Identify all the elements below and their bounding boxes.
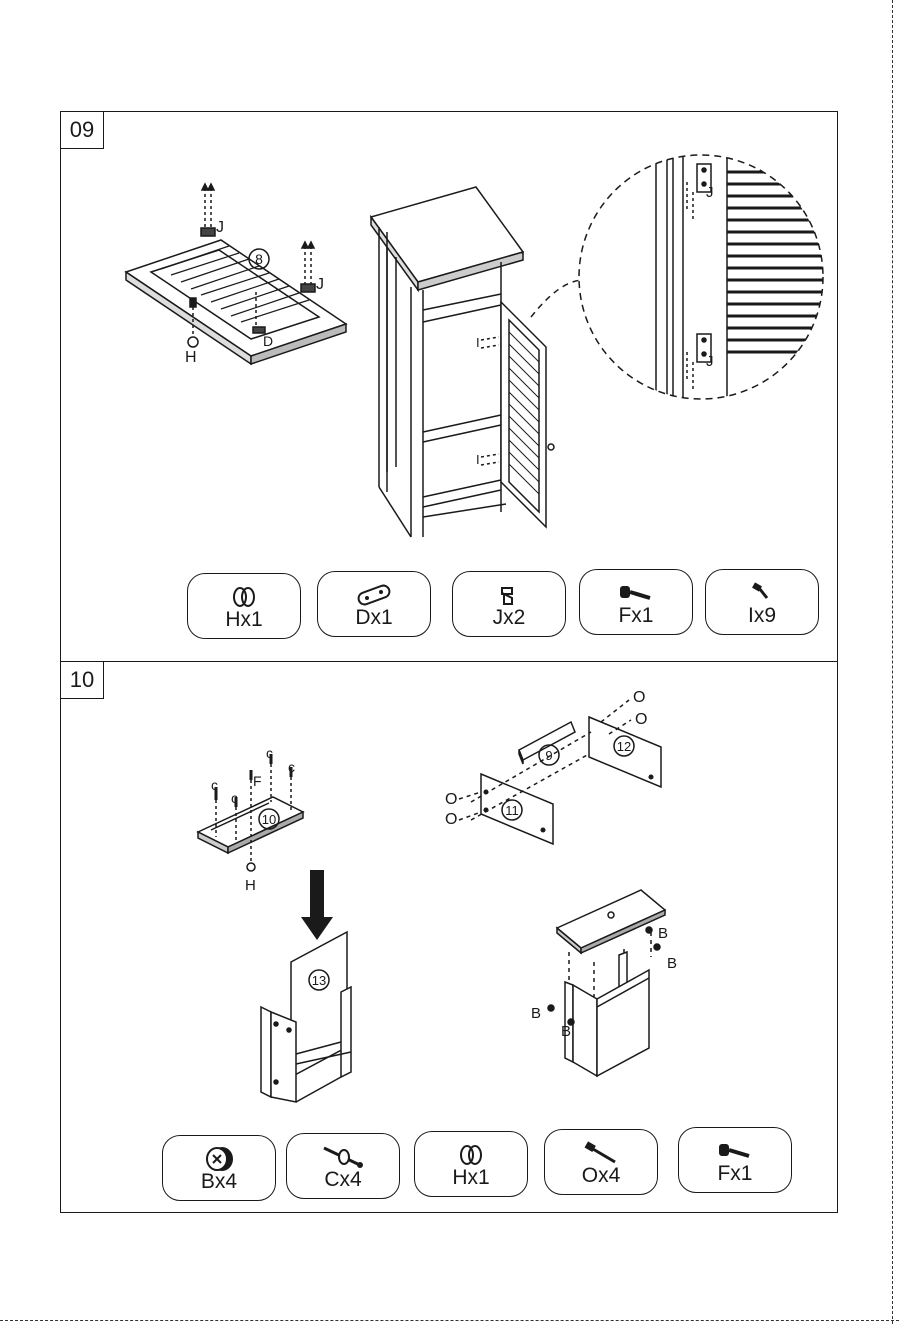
step-10-panel: 10 10 c c c c F H (60, 661, 838, 1213)
callout-c: c (288, 759, 295, 775)
arrow-down-icon (301, 870, 333, 940)
step-09-panel: 09 8 (60, 111, 838, 662)
part-label: Hx1 (188, 608, 300, 632)
part-box-small-screw: Ix9 (705, 569, 819, 635)
louver-door-flat: 8 (126, 184, 346, 364)
part-label: Jx2 (453, 606, 565, 630)
page-edge-bottom (0, 1320, 899, 1321)
box-top-assembly (548, 890, 665, 1076)
part-box-plate: Dx1 (317, 571, 431, 637)
page-edge-right (892, 0, 893, 1324)
part-label: Ix9 (706, 604, 818, 628)
part-box-bolt: Fx1 (579, 569, 693, 635)
part-box-knob: Hx1 (187, 573, 301, 639)
part-box-wood-screw: Ox4 (544, 1129, 658, 1195)
callout-c: c (266, 745, 273, 761)
callout-i: I (476, 452, 480, 467)
callout-o: O (445, 811, 457, 828)
panel-13-assembly (261, 932, 351, 1102)
part-box-hinge: Jx2 (452, 571, 566, 637)
callout-h: H (185, 349, 197, 366)
callout-b: B (531, 1005, 541, 1022)
part-label: Bx4 (163, 1170, 275, 1194)
part-box-cam-lock: Bx4 (162, 1135, 276, 1201)
callout-f: F (253, 773, 262, 789)
part-label: Cx4 (287, 1168, 399, 1192)
callout-b: B (561, 1023, 571, 1040)
hinge-detail-zoom (579, 152, 831, 412)
callout-j: J (706, 353, 714, 370)
part-label: Fx1 (679, 1162, 791, 1186)
callout-o: O (633, 689, 645, 706)
callout-o: O (635, 711, 647, 728)
door-number-label: 8 (255, 251, 263, 267)
panel-label: 10 (262, 812, 276, 827)
callout-h: H (245, 877, 256, 894)
callout-d: D (263, 333, 273, 349)
callout-b: B (667, 955, 677, 972)
part-box-bolt: Fx1 (678, 1127, 792, 1193)
callout-j: J (316, 276, 324, 293)
callout-j: J (706, 184, 714, 201)
cabinet-drawing (371, 187, 581, 537)
part-label: Hx1 (415, 1166, 527, 1190)
panel-label: 11 (505, 803, 519, 818)
panels-9-11-12-drawing (459, 700, 661, 844)
callout-b: B (658, 925, 668, 942)
callout-i: I (476, 335, 480, 350)
panel-label: 9 (545, 748, 552, 763)
part-box-cam-bolt: Cx4 (286, 1133, 400, 1199)
panel-label: 12 (617, 739, 631, 754)
part-label: Ox4 (545, 1164, 657, 1188)
part-label: Fx1 (580, 604, 692, 628)
callout-o: O (445, 791, 457, 808)
callout-c: c (211, 777, 218, 793)
part-label: Dx1 (318, 606, 430, 630)
callout-c: c (231, 790, 238, 806)
part-box-knob: Hx1 (414, 1131, 528, 1197)
callout-j: J (216, 219, 224, 236)
panel-label: 13 (312, 973, 326, 988)
